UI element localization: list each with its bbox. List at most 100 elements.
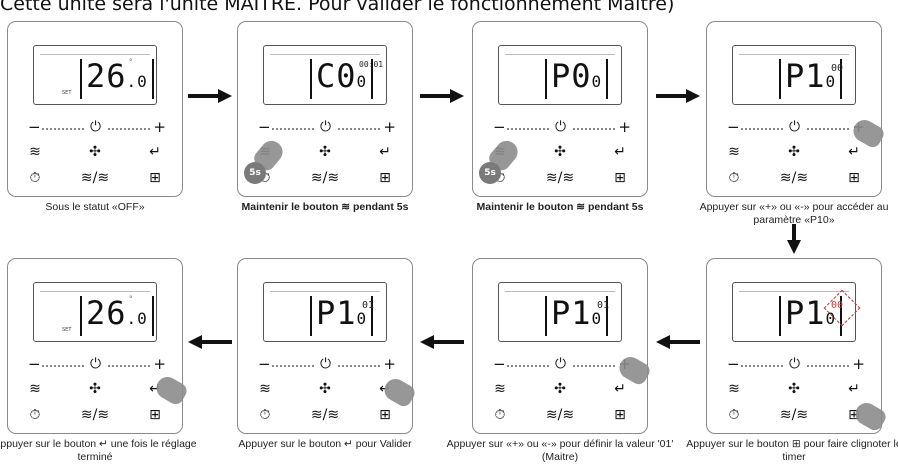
power-icon[interactable]: ⏻ — [555, 119, 567, 135]
arrow-right-icon — [188, 89, 232, 103]
fan-icon[interactable]: ✣ — [89, 144, 101, 160]
step-1: ° 26.0 SET − ⏻ + ≋ ✣ ↵ ⏱ ≋/≋ ⊞ Sous le s… — [7, 21, 183, 214]
lcd-digits: P00 — [545, 59, 609, 99]
fan-icon[interactable]: ✣ — [319, 381, 331, 397]
finger-icon — [152, 372, 190, 408]
mode-icon[interactable]: ≋ — [728, 144, 740, 160]
grid-icon[interactable]: ⊞ — [614, 407, 626, 423]
lcd-aux-value: 00:01 — [359, 60, 384, 69]
grid-icon[interactable]: ⊞ — [379, 170, 391, 186]
lcd-digits: P10 — [545, 296, 609, 336]
swing-icon[interactable]: ≋/≋ — [779, 170, 809, 186]
lcd-digits: 26.0 — [80, 296, 154, 336]
swing-icon[interactable]: ≋/≋ — [545, 407, 575, 423]
power-icon[interactable]: ⏻ — [789, 119, 801, 135]
five-seconds-badge: 5s — [479, 162, 501, 184]
grid-icon[interactable]: ⊞ — [848, 407, 860, 423]
arrow-right-icon — [420, 89, 464, 103]
plus-button[interactable]: + — [852, 355, 865, 373]
enter-icon[interactable]: ↵ — [149, 144, 161, 160]
fan-icon[interactable]: ✣ — [554, 381, 566, 397]
grid-icon[interactable]: ⊞ — [149, 170, 161, 186]
thermostat-panel: C00 00:01 − ⏻ + ≋ ✣ ↵ ⏱ ≋/≋ ⊞ 5s — [237, 21, 413, 197]
plus-button[interactable]: + — [383, 118, 396, 136]
arrow-right-icon — [656, 89, 700, 103]
minus-button[interactable]: − — [727, 355, 740, 373]
fan-icon[interactable]: ✣ — [554, 144, 566, 160]
timer-icon[interactable]: ⏱ — [728, 407, 740, 423]
timer-icon[interactable]: ⏱ — [259, 407, 271, 423]
minus-button[interactable]: − — [258, 118, 271, 136]
mode-icon[interactable]: ≋ — [728, 381, 740, 397]
plus-button[interactable]: + — [383, 355, 396, 373]
minus-button[interactable]: − — [28, 355, 41, 373]
set-label: SET — [62, 90, 72, 96]
plus-button[interactable]: + — [618, 118, 631, 136]
lcd-screen: P10 01 — [498, 282, 622, 342]
timer-icon[interactable]: ⏱ — [494, 170, 506, 186]
grid-icon[interactable]: ⊞ — [379, 407, 391, 423]
mode-icon[interactable]: ≋ — [29, 381, 41, 397]
lcd-aux-value: 00 — [831, 63, 844, 74]
thermostat-panel: ° 26.0 SET − ⏻ + ≋ ✣ ↵ ⏱ ≋/≋ ⊞ — [7, 21, 183, 197]
enter-icon[interactable]: ↵ — [149, 381, 161, 397]
timer-icon[interactable]: ⏱ — [29, 170, 41, 186]
enter-icon[interactable]: ↵ — [379, 144, 391, 160]
timer-icon[interactable]: ⏱ — [494, 407, 506, 423]
minus-button[interactable]: − — [493, 355, 506, 373]
swing-icon[interactable]: ≋/≋ — [80, 407, 110, 423]
swing-icon[interactable]: ≋/≋ — [545, 170, 575, 186]
swing-icon[interactable]: ≋/≋ — [310, 407, 340, 423]
enter-icon[interactable]: ↵ — [848, 381, 860, 397]
timer-icon[interactable]: ⏱ — [259, 170, 271, 186]
arrow-down-icon — [787, 224, 801, 254]
arrow-left-icon — [420, 335, 464, 349]
step-8: ° 26.0 SET − ⏻ + ≋ ✣ ↵ ⏱ ≋/≋ ⊞ Appuyer s… — [0, 258, 197, 464]
plus-button[interactable]: + — [153, 355, 166, 373]
power-icon[interactable]: ⏻ — [789, 356, 801, 372]
minus-button[interactable]: − — [258, 355, 271, 373]
five-seconds-badge: 5s — [244, 162, 266, 184]
enter-icon[interactable]: ↵ — [848, 144, 860, 160]
fan-icon[interactable]: ✣ — [788, 381, 800, 397]
fan-icon[interactable]: ✣ — [319, 144, 331, 160]
step-6: P10 01 − ⏻ + ≋ ✣ ↵ ⏱ ≋/≋ ⊞ Appuyer sur «… — [447, 258, 673, 464]
mode-icon[interactable]: ≋ — [494, 381, 506, 397]
enter-icon[interactable]: ↵ — [614, 381, 626, 397]
swing-icon[interactable]: ≋/≋ — [80, 170, 110, 186]
enter-icon[interactable]: ↵ — [614, 144, 626, 160]
step-5: P10 00 − ⏻ + ≋ ✣ ↵ ⏱ ≋/≋ ⊞ Appuyer sur l… — [686, 258, 898, 464]
step-caption: Maintenir le bouton ≋ pendant 5s — [241, 201, 409, 213]
minus-button[interactable]: − — [28, 118, 41, 136]
mode-icon[interactable]: ≋ — [29, 144, 41, 160]
swing-icon[interactable]: ≋/≋ — [779, 407, 809, 423]
minus-button[interactable]: − — [727, 118, 740, 136]
power-icon[interactable]: ⏻ — [320, 356, 332, 372]
lcd-screen: ° 26.0 SET — [33, 282, 157, 342]
power-icon[interactable]: ⏻ — [555, 356, 567, 372]
fan-icon[interactable]: ✣ — [788, 144, 800, 160]
grid-icon[interactable]: ⊞ — [614, 170, 626, 186]
arrow-left-icon — [656, 335, 700, 349]
power-icon[interactable]: ⏻ — [90, 356, 102, 372]
swing-icon[interactable]: ≋/≋ — [310, 170, 340, 186]
grid-icon[interactable]: ⊞ — [848, 170, 860, 186]
minus-button[interactable]: − — [493, 118, 506, 136]
step-caption: Appuyer sur «+» ou «-» pour accéder au p… — [699, 201, 889, 226]
step-caption: Appuyer sur «+» ou «-» pour définir la v… — [446, 438, 674, 463]
timer-icon[interactable]: ⏱ — [29, 407, 41, 423]
thermostat-panel: P10 01 − ⏻ + ≋ ✣ ↵ ⏱ ≋/≋ ⊞ — [237, 258, 418, 434]
page-heading: Cette unité sera l'unité MAITRE. Pour va… — [0, 0, 675, 15]
grid-icon[interactable]: ⊞ — [149, 407, 161, 423]
step-caption: Appuyer sur le bouton ↵ une fois le régl… — [0, 438, 197, 463]
lcd-screen: P10 00 — [732, 282, 861, 342]
step-caption: Appuyer sur le bouton ⊞ pour faire clign… — [686, 438, 898, 463]
power-icon[interactable]: ⏻ — [320, 119, 332, 135]
step-caption: Maintenir le bouton ≋ pendant 5s — [476, 201, 644, 213]
power-icon[interactable]: ⏻ — [90, 119, 102, 135]
fan-icon[interactable]: ✣ — [89, 381, 101, 397]
plus-button[interactable]: + — [153, 118, 166, 136]
timer-icon[interactable]: ⏱ — [728, 170, 740, 186]
mode-icon[interactable]: ≋ — [259, 381, 271, 397]
lcd-screen: P10 00 — [732, 45, 856, 105]
